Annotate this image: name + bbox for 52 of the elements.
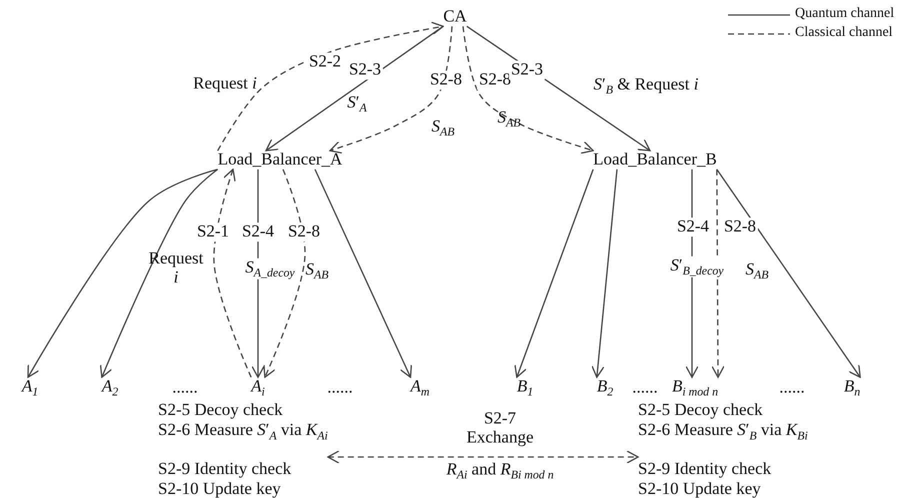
legend-label: Quantum channel	[795, 6, 894, 22]
node-label: A$_{2}$	[102, 377, 118, 399]
annotation-label: ......	[172, 378, 198, 398]
annotation-label: ......	[327, 378, 353, 398]
node-label: B$_{i mod n}$	[672, 377, 718, 399]
edge-label: S2-7 Exchange	[465, 409, 535, 447]
annotation-label: S′$_{A}$	[347, 93, 367, 115]
annotation-label: S$_{AB}$	[745, 260, 769, 282]
arrow	[514, 169, 594, 378]
edge-label: S2-3	[508, 60, 546, 80]
arrow	[217, 22, 444, 151]
node-label: B$_{1}$	[516, 377, 534, 399]
arrow	[213, 168, 252, 378]
step-text: S2-5 Decoy check	[638, 400, 764, 420]
edge-label: S2-8	[476, 70, 514, 90]
arrow	[716, 168, 861, 378]
node-label: A$_{1}$	[22, 377, 38, 399]
annotation-label: ......	[632, 378, 658, 398]
step-text: S2-10 Update key	[638, 479, 762, 498]
step-text: S2-9 Identity check	[158, 459, 292, 480]
arrow	[265, 26, 444, 152]
node-label: Load_Balancer_A	[218, 150, 342, 170]
step-text: S2-5 Decoy check	[158, 400, 284, 420]
step-text: S2-6 Measure S′$_{B}$ via K$_{Bi}$	[638, 420, 808, 444]
arrow	[329, 26, 453, 154]
arrow	[711, 169, 725, 378]
step-text: S2-10 Update key	[158, 479, 282, 498]
legend-label: Classical channel	[795, 25, 893, 41]
node-label: A$_{m}$	[410, 377, 430, 399]
annotation-label: Request i	[193, 74, 257, 94]
node-label: B$_{2}$	[596, 377, 614, 399]
arrow	[27, 168, 218, 378]
arrow	[314, 169, 412, 378]
arrow	[327, 450, 639, 464]
node-label: B$_{n}$	[844, 377, 860, 399]
annotation-label: R$_{Ai}$ and R$_{Bi mod n}$	[446, 460, 554, 482]
annotation-label: S$_{AB}$	[497, 108, 521, 130]
step-text: S2-9 Identity check	[638, 459, 772, 480]
arrow	[100, 168, 218, 378]
node-label: Load_Balancer_B	[593, 150, 717, 170]
annotation-label: S$_{AB}$	[431, 117, 455, 139]
arrow	[591, 169, 618, 378]
annotation-label: S′$_{B_decoy}$	[670, 256, 724, 278]
node-label: A$_{i}$	[251, 377, 265, 399]
annotation-label: S$_{AB}$	[305, 260, 329, 282]
annotation-label: S′$_{B}$ & Request i	[594, 75, 698, 97]
arrow	[462, 26, 594, 154]
annotation-label: ......	[779, 378, 805, 398]
annotation-label: S$_{A_decoy}$	[245, 258, 295, 280]
arrow	[263, 169, 306, 378]
step-text: S2-6 Measure S′$_{A}$ via K$_{Ai}$	[158, 420, 328, 444]
node-label: CA	[443, 8, 467, 26]
